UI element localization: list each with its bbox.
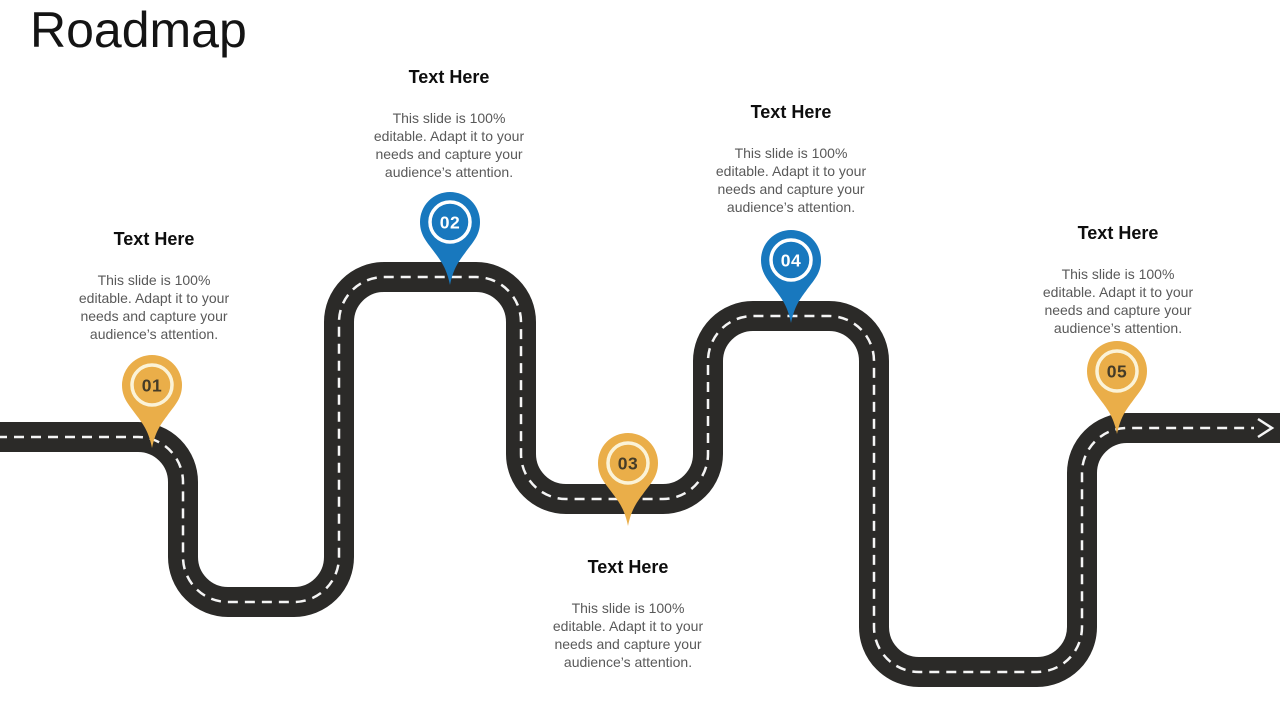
pin-number: 04	[781, 251, 801, 271]
milestone-pin-03[interactable]: 03	[598, 433, 658, 526]
pin-ring	[130, 363, 174, 407]
milestone-body: This slide is 100% editable. Adapt it to…	[1042, 266, 1194, 336]
milestone-pin-01[interactable]: 01	[122, 355, 182, 448]
milestone-body: This slide is 100% editable. Adapt it to…	[78, 272, 230, 342]
pin-ring	[428, 200, 472, 244]
milestone-heading: Text Here	[408, 67, 490, 87]
pin-number: 05	[1107, 362, 1127, 382]
pin-number: 01	[142, 376, 162, 396]
location-pin-icon	[1087, 341, 1147, 434]
location-pin-icon	[122, 355, 182, 448]
milestone-heading: Text Here	[113, 229, 195, 249]
pin-number: 03	[618, 454, 638, 474]
milestone-body: This slide is 100% editable. Adapt it to…	[373, 110, 525, 180]
milestone-pin-04[interactable]: 04	[761, 230, 821, 323]
milestone-pin-05[interactable]: 05	[1087, 341, 1147, 434]
milestone-pin-02[interactable]: 02	[420, 192, 480, 285]
location-pin-icon	[598, 433, 658, 526]
milestone-heading: Text Here	[1077, 223, 1159, 243]
milestone-label-04[interactable]: Text Here This slide is 100% editable. A…	[676, 101, 906, 216]
milestone-label-03[interactable]: Text Here This slide is 100% editable. A…	[513, 556, 743, 671]
milestone-body: This slide is 100% editable. Adapt it to…	[552, 600, 704, 670]
pin-ring	[606, 441, 650, 485]
pin-ring	[1095, 349, 1139, 393]
milestone-label-05[interactable]: Text Here This slide is 100% editable. A…	[1003, 222, 1233, 337]
page-title[interactable]: Roadmap	[30, 2, 247, 58]
road-centerline	[0, 275, 1254, 674]
milestone-label-01[interactable]: Text Here This slide is 100% editable. A…	[39, 228, 269, 343]
milestone-label-02[interactable]: Text Here This slide is 100% editable. A…	[334, 66, 564, 181]
pin-ring	[769, 238, 813, 282]
milestone-body: This slide is 100% editable. Adapt it to…	[715, 145, 867, 215]
milestone-heading: Text Here	[587, 557, 669, 577]
milestone-heading: Text Here	[750, 102, 832, 122]
location-pin-icon	[420, 192, 480, 285]
location-pin-icon	[761, 230, 821, 323]
pin-number: 02	[440, 213, 460, 233]
road-end-arrow-icon	[1257, 417, 1275, 439]
